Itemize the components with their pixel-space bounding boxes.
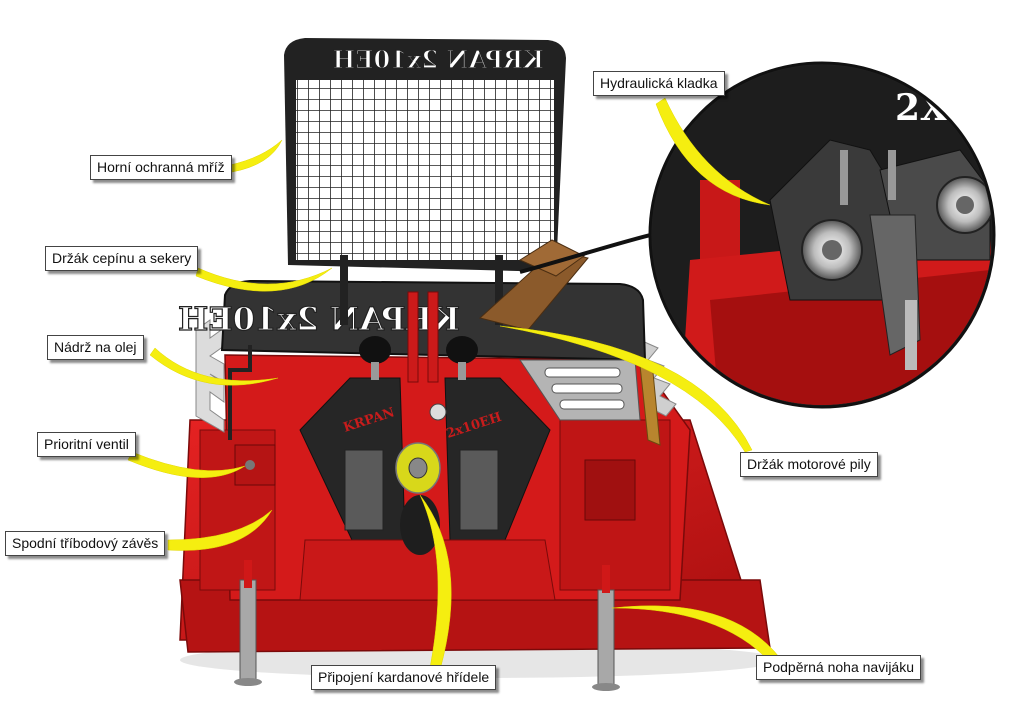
support-legs bbox=[234, 560, 620, 691]
label-oil-tank: Nádrž na olej bbox=[47, 335, 144, 360]
leader-support-leg bbox=[611, 605, 781, 663]
leader-axe-holder bbox=[195, 267, 333, 292]
leader-lower-hitch bbox=[167, 509, 273, 551]
valve-block bbox=[359, 291, 478, 421]
label-axe-holder: Držák cepínu a sekery bbox=[45, 246, 199, 271]
leader-priority-valve bbox=[127, 451, 246, 478]
vent-plate bbox=[519, 359, 641, 421]
leader-pto bbox=[419, 494, 452, 671]
leader-oil-tank bbox=[149, 347, 279, 386]
label-top-guard: Horní ochranná mříž bbox=[90, 155, 232, 180]
leader-hydraulic-pulley bbox=[655, 97, 771, 206]
label-priority-valve: Prioritní ventil bbox=[37, 432, 136, 457]
label-pto-connection: Připojení kardanové hřídele bbox=[311, 665, 497, 690]
label-saw-holder: Držák motorové pily bbox=[740, 452, 878, 477]
label-support-leg: Podpěrná noha navijáku bbox=[756, 655, 922, 680]
top-guard-grid: KRPAN 2x10EH bbox=[284, 38, 566, 325]
label-lower-hitch: Spodní tříbodový závěs bbox=[5, 531, 166, 556]
winch-drums: KRPAN 2x10EH bbox=[299, 377, 556, 601]
leader-saw-holder bbox=[499, 325, 753, 453]
guard-brand-text: KRPAN 2x10EH bbox=[333, 45, 544, 74]
left-piping bbox=[228, 345, 276, 486]
pulley-inset: 2X bbox=[648, 61, 996, 409]
leader-lines bbox=[127, 97, 781, 671]
leader-top-guard bbox=[229, 139, 283, 173]
saw-holder bbox=[478, 239, 661, 446]
label-hydraulic-pulley: Hydraulická kladka bbox=[593, 71, 725, 96]
